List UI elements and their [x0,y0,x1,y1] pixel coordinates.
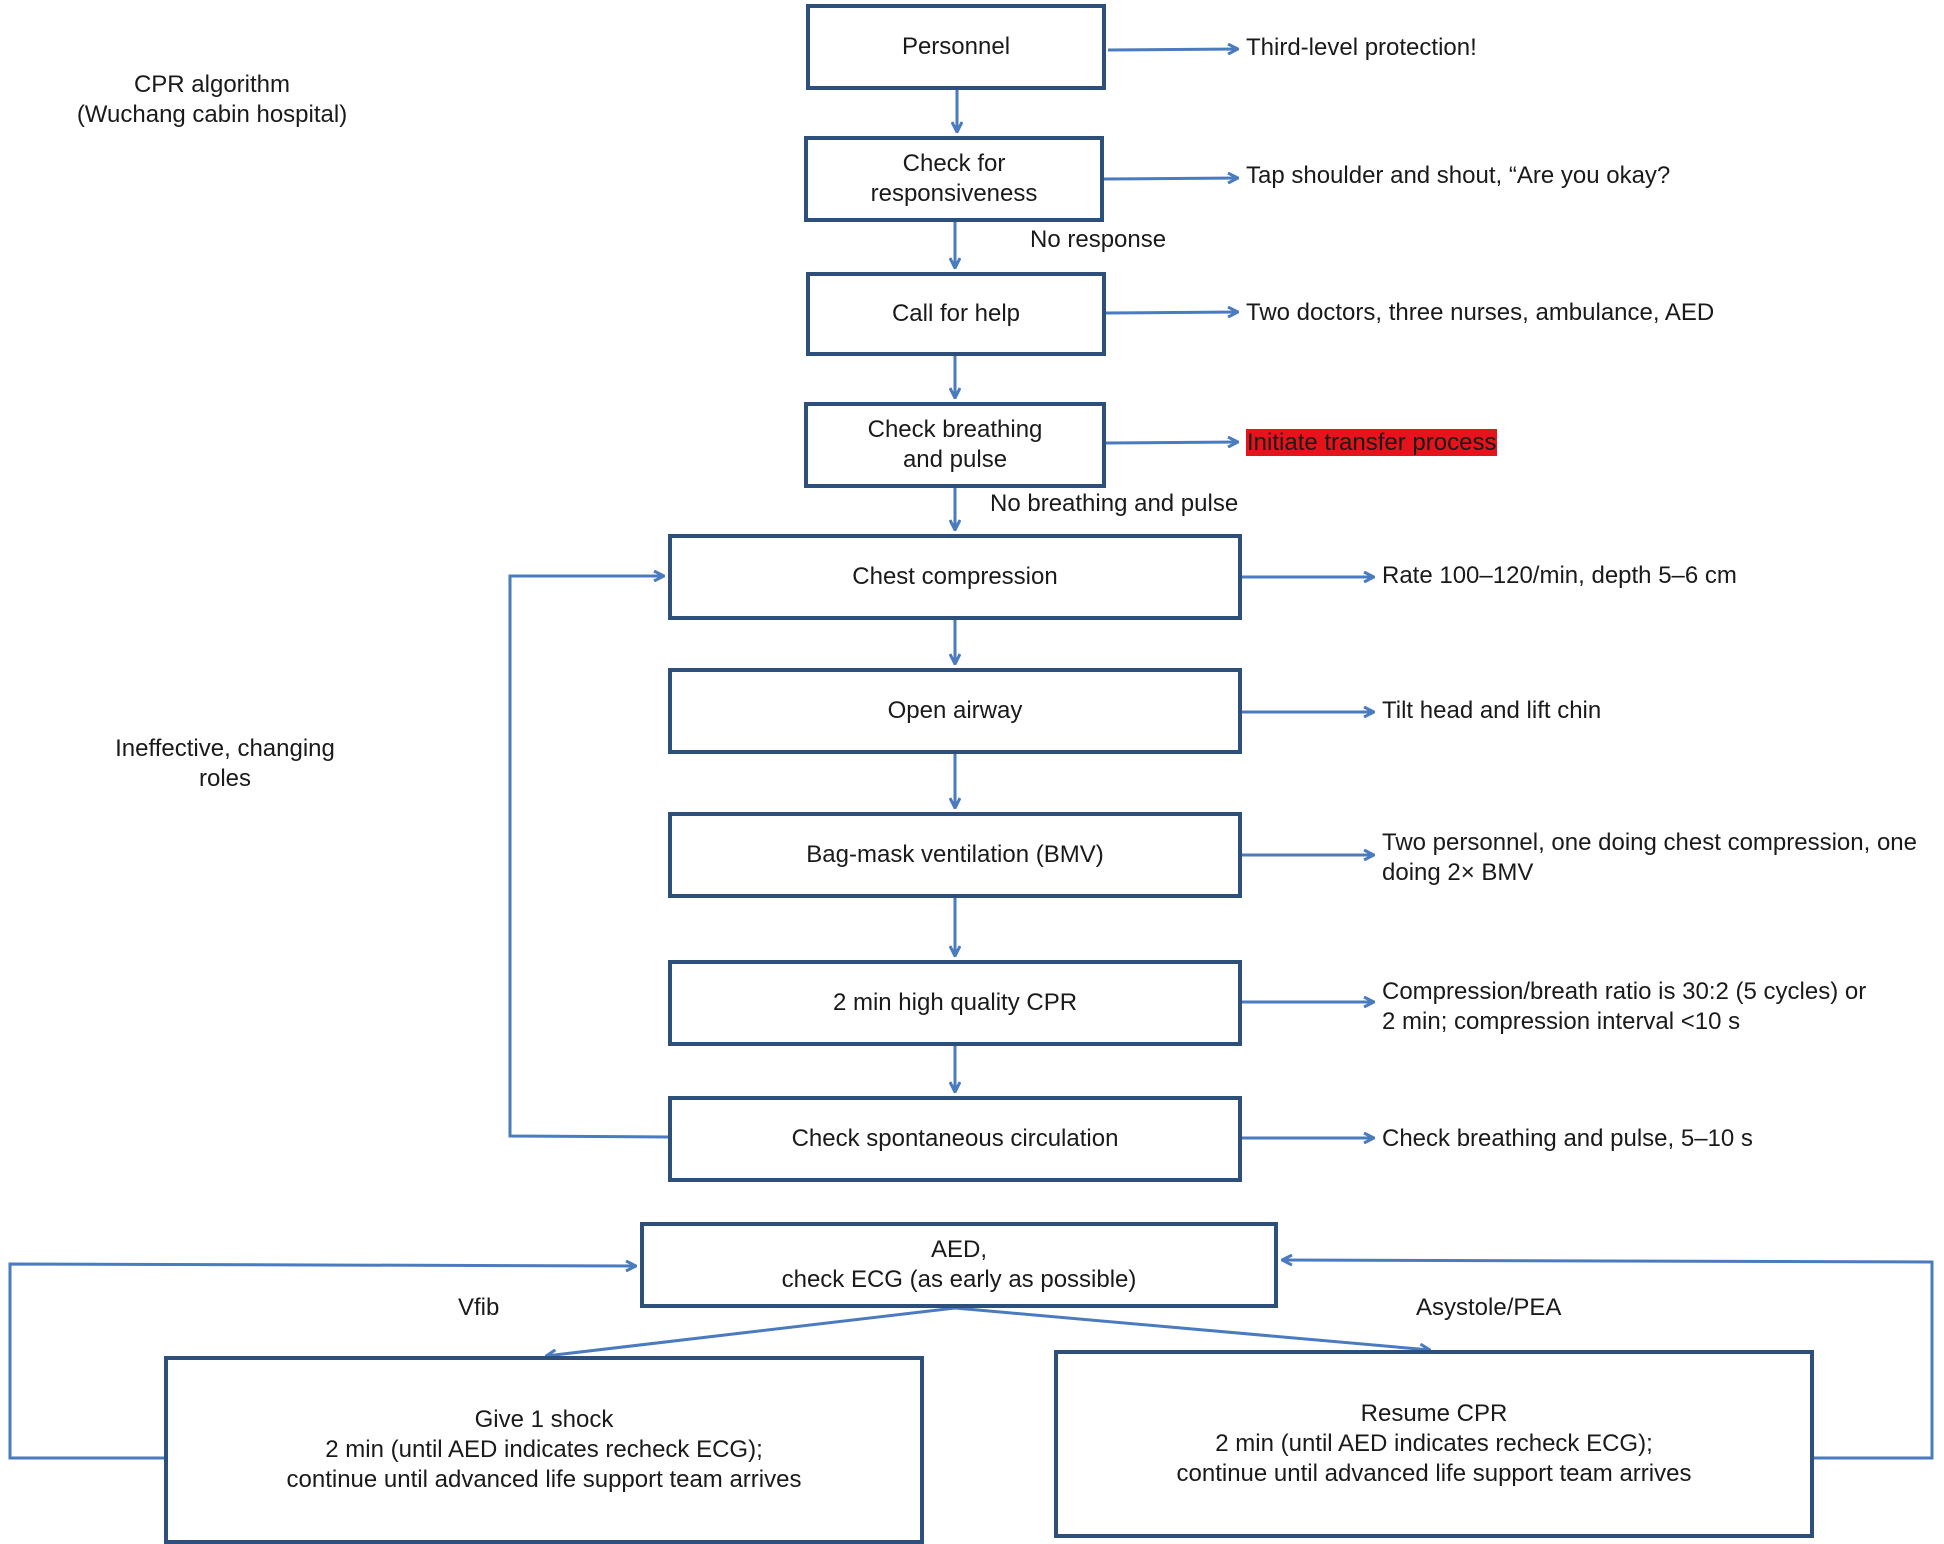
step-call-for-help-label: Call for help [891,300,1021,327]
arrow-note-breathing [1105,442,1238,443]
step-high-quality-cpr: 2 min high quality CPR [668,960,1242,1046]
arrow-aed-to-resume [954,1306,1430,1350]
step-high-quality-cpr-label: 2 min high quality CPR [832,989,1078,1016]
step-give-shock: Give 1 shock 2 min (until AED indicates … [164,1356,924,1544]
step-check-responsiveness: Check for responsiveness [804,136,1104,222]
arrow-note-responsiveness [1103,178,1238,179]
step-give-shock-label: Give 1 shock 2 min (until AED indicates … [286,1406,802,1493]
arrow-note-personnel [1107,49,1238,50]
step-chest-compression: Chest compression [668,534,1242,620]
step-personnel: Personnel [806,4,1106,90]
step-bmv: Bag-mask ventilation (BMV) [668,812,1242,898]
step-call-for-help: Call for help [806,272,1106,356]
note-check-breathing: Initiate transfer process [1246,428,1498,458]
note-responsiveness: Tap shoulder and shout, “Are you okay? [1246,162,1671,189]
edge-label-asystole: Asystole/PEA [1416,1294,1562,1321]
step-check-circulation: Check spontaneous circulation [668,1096,1242,1182]
step-check-breathing-label: Check breathing and pulse [867,416,1043,473]
edge-label-no-breathing: No breathing and pulse [990,490,1239,517]
step-chest-compression-label: Chest compression [852,563,1058,590]
step-aed-label: AED, check ECG (as early as possible) [781,1236,1137,1293]
note-open-airway: Tilt head and lift chin [1382,697,1602,724]
step-open-airway: Open airway [668,668,1242,754]
step-personnel-label: Personnel [901,33,1011,60]
step-check-circulation-label: Check spontaneous circulation [791,1125,1119,1152]
diagram-title: CPR algorithm (Wuchang cabin hospital) [76,71,348,128]
loop-resume-to-aed [1282,1260,1934,1460]
step-check-responsiveness-label: Check for responsiveness [870,150,1038,207]
step-resume-cpr: Resume CPR 2 min (until AED indicates re… [1054,1350,1814,1538]
note-high-quality-cpr: Compression/breath ratio is 30:2 (5 cycl… [1382,978,1867,1035]
arrow-note-call [1105,312,1238,313]
note-check-circulation: Check breathing and pulse, 5–10 s [1382,1125,1753,1152]
loop-ineffective [508,576,669,1139]
edge-label-vfib: Vfib [458,1294,500,1321]
loop-shock-to-aed [8,1264,636,1460]
note-personnel: Third-level protection! [1246,34,1477,61]
note-call-for-help: Two doctors, three nurses, ambulance, AE… [1246,299,1715,326]
note-chest-compression: Rate 100–120/min, depth 5–6 cm [1382,562,1737,589]
step-check-breathing: Check breathing and pulse [804,402,1106,488]
edge-label-no-response: No response [1030,226,1167,253]
step-bmv-label: Bag-mask ventilation (BMV) [806,841,1104,868]
note-check-breathing-text: Initiate transfer process [1246,429,1498,456]
step-resume-cpr-label: Resume CPR 2 min (until AED indicates re… [1176,1400,1692,1487]
step-aed: AED, check ECG (as early as possible) [640,1222,1278,1308]
note-bmv: Two personnel, one doing chest compressi… [1382,829,1917,886]
step-open-airway-label: Open airway [887,697,1023,724]
arrow-aed-to-shock [546,1306,956,1356]
edge-label-ineffective: Ineffective, changing roles [115,735,335,792]
